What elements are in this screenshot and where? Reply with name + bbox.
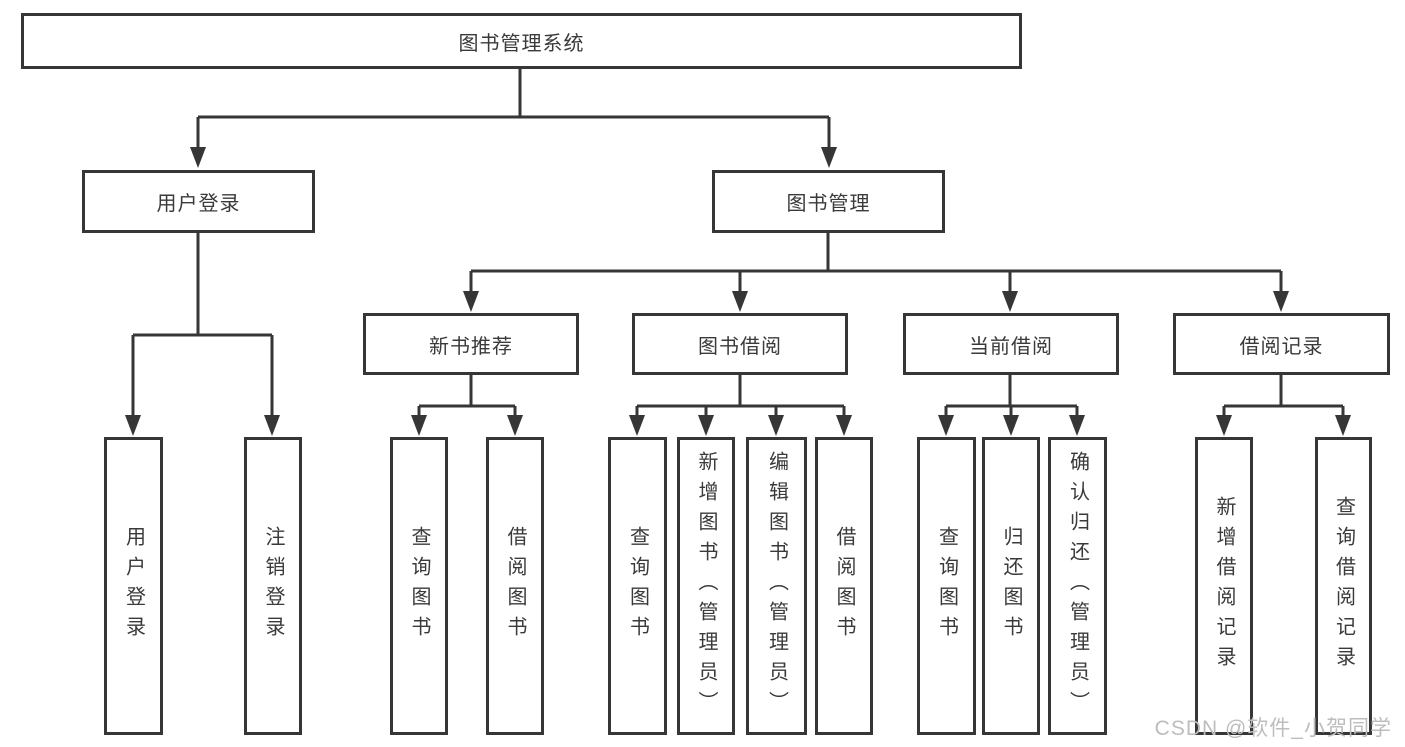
node-label: 借阅图书 xyxy=(833,526,855,646)
arrowhead xyxy=(190,147,206,168)
arrowhead xyxy=(732,291,748,312)
node-borrowing-records: 借阅记录 xyxy=(1173,313,1390,375)
leaf-query-books-recommend: 查询图书 xyxy=(390,437,448,735)
node-book-management-system: 图书管理系统 xyxy=(21,13,1022,69)
node-label: 用户登录 xyxy=(156,193,241,215)
node-label: 借阅记录 xyxy=(1239,335,1324,358)
csdn-watermark: CSDN @软件_小贺同学 xyxy=(1154,717,1392,740)
node-label: 新书推荐 xyxy=(429,335,513,358)
leaf-borrow-book: 借阅图书 xyxy=(815,437,873,735)
leaf-add-borrow-record: 新增借阅记录 xyxy=(1195,437,1253,735)
leaf-user-login: 用户登录 xyxy=(104,437,163,735)
leaf-edit-book-admin: 编辑图书（管理员） xyxy=(746,437,807,735)
arrowhead xyxy=(264,415,280,436)
node-label: 查询图书 xyxy=(626,526,649,646)
node-label: 图书管理 xyxy=(786,193,871,215)
arrowheads xyxy=(125,147,1351,436)
leaf-logout: 注销登录 xyxy=(244,437,302,735)
arrowhead xyxy=(463,291,479,312)
node-label: 查询图书 xyxy=(408,526,430,646)
leaf-query-borrow-record: 查询借阅记录 xyxy=(1315,437,1372,735)
arrowhead xyxy=(507,415,523,436)
node-label: 图书借阅 xyxy=(698,335,782,358)
node-label: 查询借阅记录 xyxy=(1332,496,1355,676)
node-current-borrowing: 当前借阅 xyxy=(903,313,1119,375)
node-label: 当前借阅 xyxy=(969,335,1053,358)
arrowhead xyxy=(411,415,427,436)
arrowhead xyxy=(768,415,784,436)
arrowhead xyxy=(836,415,852,436)
leaf-query-books-borrowing: 查询图书 xyxy=(608,437,667,735)
node-label: 归还图书 xyxy=(1000,526,1022,646)
arrowhead xyxy=(1002,291,1018,312)
node-label: 新增借阅记录 xyxy=(1213,496,1235,676)
leaf-confirm-return-admin: 确认归还（管理员） xyxy=(1048,437,1107,735)
node-label: 查询图书 xyxy=(935,526,958,646)
arrowhead xyxy=(125,415,141,436)
arrowhead xyxy=(698,415,714,436)
arrowhead xyxy=(1069,415,1085,436)
arrowhead xyxy=(629,415,645,436)
leaf-query-books-current: 查询图书 xyxy=(917,437,976,735)
node-book-borrowing: 图书借阅 xyxy=(632,313,848,375)
node-user-login: 用户登录 xyxy=(82,170,315,233)
arrowhead xyxy=(1335,415,1351,436)
node-label: 确认归还（管理员） xyxy=(1066,451,1089,721)
node-label: 新增图书（管理员） xyxy=(695,451,717,721)
leaf-borrow-books-recommend: 借阅图书 xyxy=(486,437,544,735)
arrowhead xyxy=(938,415,954,436)
arrowhead xyxy=(1003,415,1019,436)
connector-lines xyxy=(131,69,1345,419)
arrowhead xyxy=(821,147,837,168)
node-book-management: 图书管理 xyxy=(712,170,945,233)
leaf-return-book: 归还图书 xyxy=(982,437,1040,735)
node-label: 图书管理系统 xyxy=(458,32,585,55)
leaf-add-book-admin: 新增图书（管理员） xyxy=(677,437,735,735)
node-label: 借阅图书 xyxy=(504,526,526,646)
node-new-book-recommendation: 新书推荐 xyxy=(363,313,579,375)
arrowhead xyxy=(1273,291,1289,312)
node-label: 编辑图书（管理员） xyxy=(765,451,788,721)
arrowhead xyxy=(1216,415,1232,436)
node-label: 注销登录 xyxy=(262,526,284,646)
node-label: 用户登录 xyxy=(122,526,145,646)
